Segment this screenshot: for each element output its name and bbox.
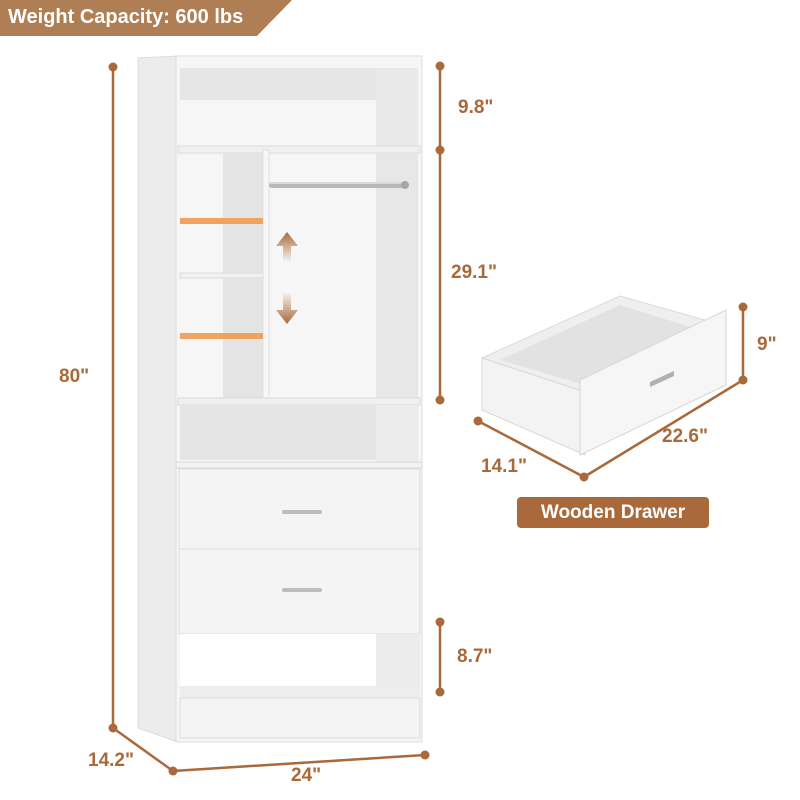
dimension-hanging-section: 29.1": [451, 262, 497, 283]
weight-capacity-banner: Weight Capacity: 600 lbs: [0, 0, 292, 36]
drawer-dimension-height: 9": [757, 334, 777, 355]
drawer-dimension-width: 22.6": [662, 426, 708, 447]
wooden-drawer-label: Wooden Drawer: [517, 497, 709, 528]
drawer-handle: [282, 588, 322, 592]
adjustable-shelf-highlight: [180, 218, 263, 224]
dimension-height-total: 80": [59, 366, 90, 387]
drawer-top: [178, 468, 421, 550]
dimension-bottom-shelf: 8.7": [457, 646, 493, 667]
dimension-depth: 14.2": [88, 750, 134, 771]
adjust-arrow-down-icon: [276, 292, 298, 324]
drawer-detail-illustration: [480, 295, 728, 456]
wardrobe: [137, 55, 423, 743]
adjustable-shelf-highlight: [180, 333, 263, 339]
drawer-handle: [282, 510, 322, 514]
adjust-arrow-up-icon: [276, 232, 298, 262]
drawer-dimension-depth: 14.1": [481, 456, 527, 477]
weight-capacity-text: Weight Capacity: 600 lbs: [8, 6, 244, 28]
dimension-width: 24": [291, 765, 322, 786]
dimension-top-compartment: 9.8": [458, 97, 494, 118]
